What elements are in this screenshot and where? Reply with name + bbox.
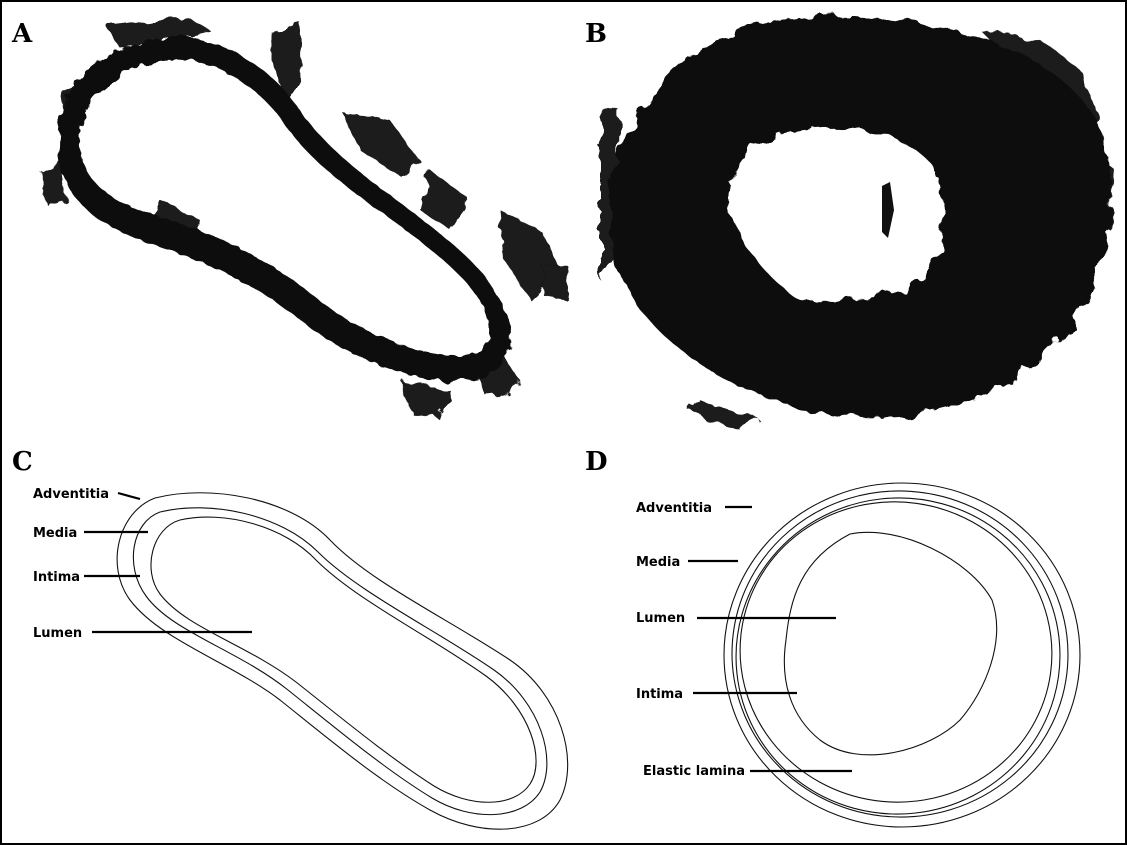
panel-d-adventitia-outline (724, 483, 1080, 827)
panel-c-label-media: Media (33, 526, 148, 541)
panel-c-letter: C (12, 447, 33, 477)
panel-d-media-outer (721, 480, 1079, 829)
panel-a: A (11, 18, 570, 420)
panel-c-media-outline (133, 508, 547, 815)
panel-c-label-intima: Intima (33, 570, 140, 585)
panel-d-adventitia-label: Adventitia (636, 501, 712, 516)
panel-d-lumen-label: Lumen (636, 611, 685, 626)
panel-b: B (585, 17, 1115, 430)
panel-c-intima-label: Intima (33, 570, 80, 585)
panel-d-label-adventitia: Adventitia (636, 501, 752, 516)
panel-d-label-intima: Intima (636, 687, 797, 702)
panel-d-letter: D (585, 447, 608, 477)
panel-c-adventitia-outline (117, 493, 568, 829)
panel-c-adventitia-leader (118, 493, 140, 499)
panel-b-thickened-wall (609, 17, 1112, 418)
panel-a-letter: A (11, 19, 33, 49)
panel-c: C Adventitia Media Intima Lumen (12, 447, 568, 829)
panel-c-media-label: Media (33, 526, 77, 541)
panel-c-label-lumen: Lumen (33, 626, 252, 641)
panel-b-lumen-debris (882, 182, 894, 238)
panel-d-lumen-outline (784, 532, 996, 755)
panel-d-label-lumen: Lumen (636, 611, 836, 626)
panel-d-media-label: Media (636, 555, 680, 570)
panel-d-label-elastic-lamina: Elastic lamina (643, 764, 852, 779)
panel-d: D Adventitia Media Lumen Intima Elastic … (585, 447, 1080, 830)
panel-d-intima-label: Intima (636, 687, 683, 702)
panel-d-media-inner (720, 482, 1075, 830)
panel-c-lumen-label: Lumen (33, 626, 82, 641)
panel-c-label-adventitia: Adventitia (33, 487, 140, 502)
panel-d-elastic-lamina-label: Elastic lamina (643, 764, 745, 779)
panel-c-adventitia-label: Adventitia (33, 487, 109, 502)
panel-b-letter: B (585, 19, 607, 49)
panel-d-label-media: Media (636, 555, 738, 570)
